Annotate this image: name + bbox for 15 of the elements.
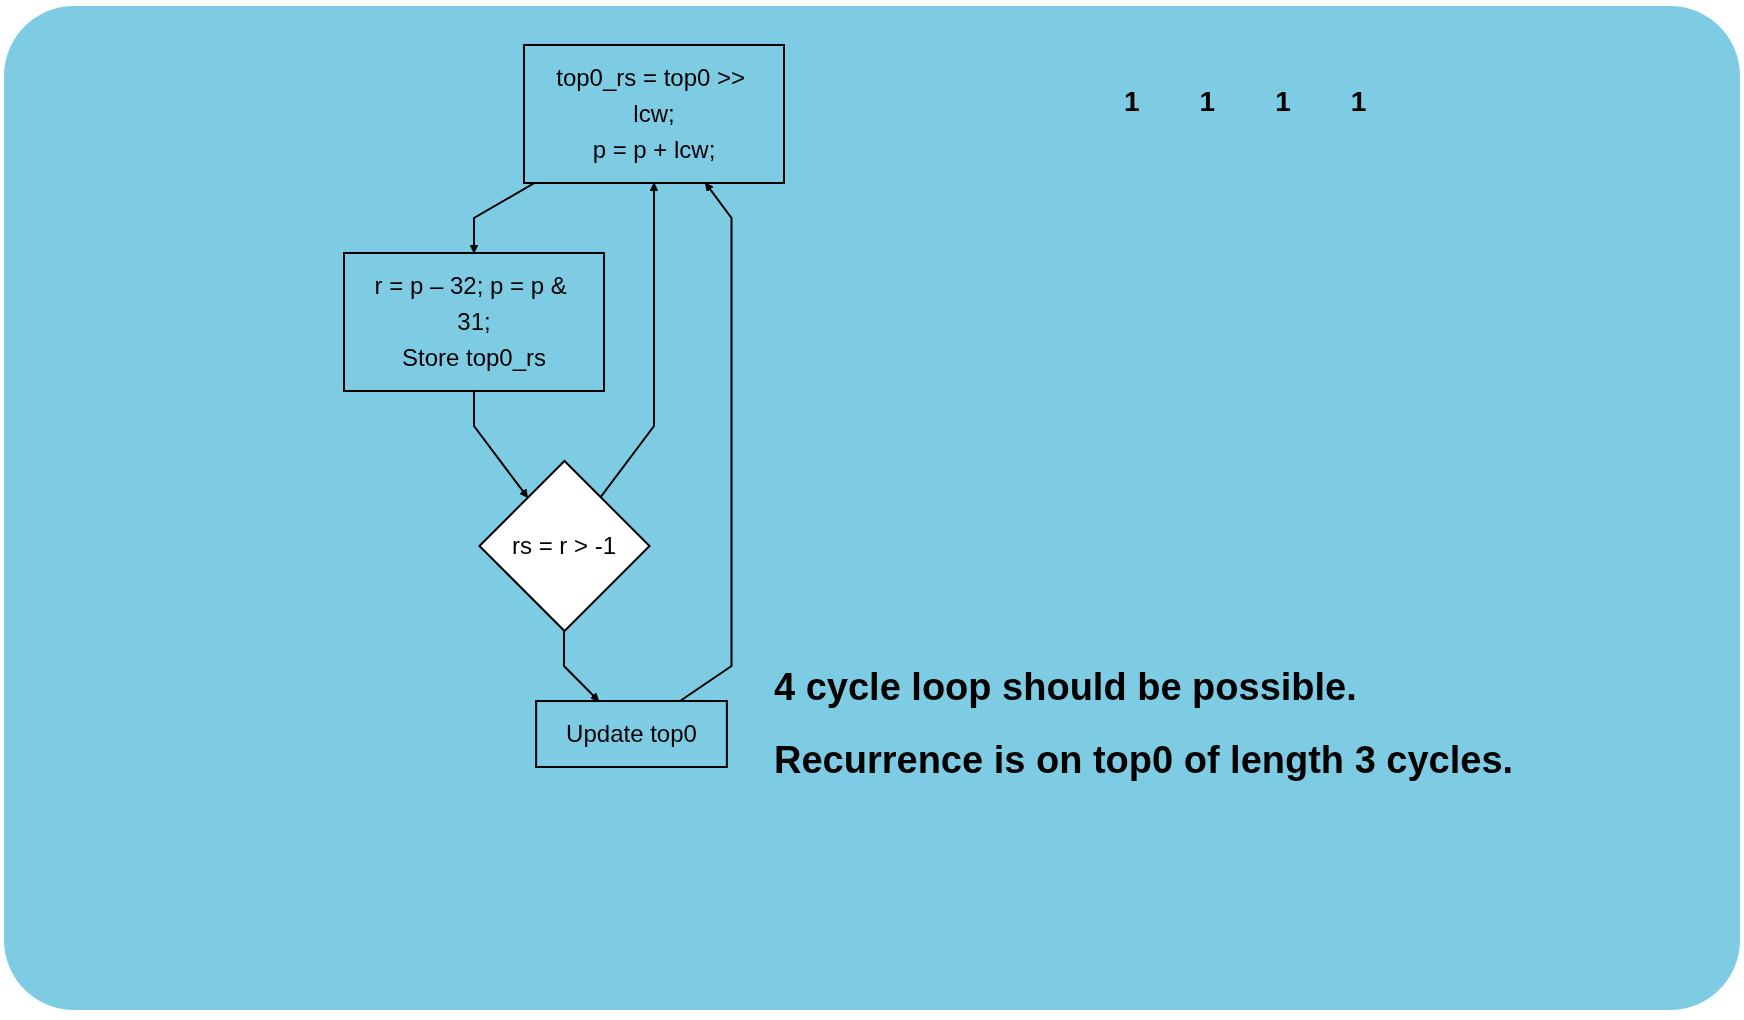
arrow [473,390,528,498]
node-box: Update top0 [535,700,728,768]
cycle-count: 1 [1275,86,1291,118]
arrow [563,630,600,702]
cycle-count: 1 [1124,86,1140,118]
arrow [599,182,659,499]
note-text: Recurrence is on top0 of length 3 cycles. [774,739,1514,782]
node-box: top0_rs = top0 >> lcw; p = p + lcw; [523,44,785,184]
cycle-count: 1 [1199,86,1216,118]
cycle-count: 1 [1350,86,1367,118]
arrow [679,182,733,702]
note-text: 4 cycle loop should be possible. [774,666,1358,709]
node-diamond: rs = r > -1 [478,459,651,633]
arrow [469,182,536,254]
node-box: r = p – 32; p = p & 31; Store top0_rs [343,252,605,392]
